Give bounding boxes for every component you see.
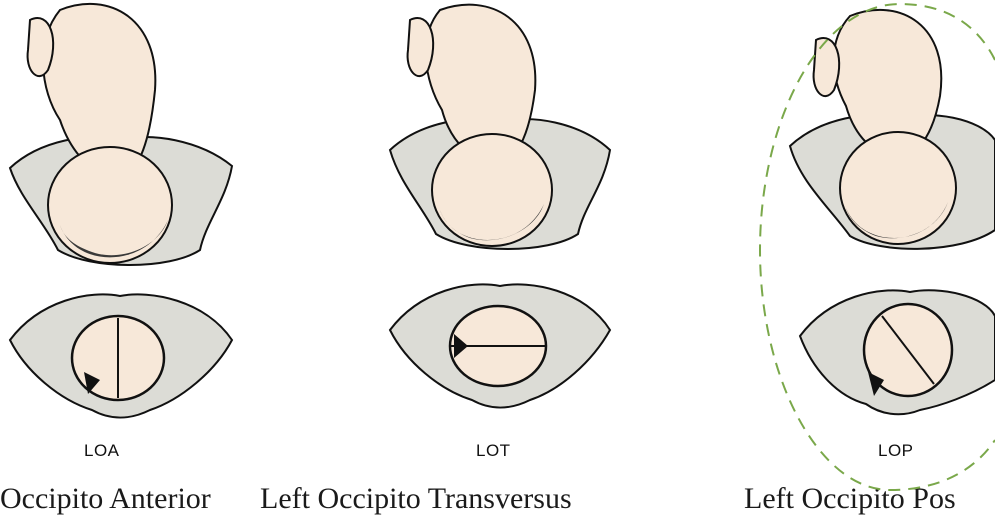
- loa-illustration: [0, 0, 250, 440]
- caption-lop: Left Occipito Pos: [744, 482, 956, 516]
- panel-lot: LOT Left Occipito Transversus: [370, 0, 620, 530]
- position-code-loa: LOA: [84, 441, 120, 461]
- panel-lop: LOP Left Occipito Pos: [750, 0, 995, 530]
- lop-illustration: [750, 0, 995, 440]
- baby-head: [432, 134, 552, 246]
- foot: [814, 38, 840, 96]
- position-code-lot: LOT: [476, 441, 511, 461]
- foot: [408, 18, 434, 76]
- caption-loa: Occipito Anterior: [0, 482, 211, 516]
- baby-head: [840, 132, 956, 244]
- caption-lot: Left Occipito Transversus: [260, 482, 572, 516]
- foot: [28, 18, 54, 76]
- panel-loa: LOA Occipito Anterior: [0, 0, 250, 530]
- lot-illustration: [370, 0, 620, 440]
- baby-head: [48, 147, 172, 263]
- position-code-lop: LOP: [878, 441, 914, 461]
